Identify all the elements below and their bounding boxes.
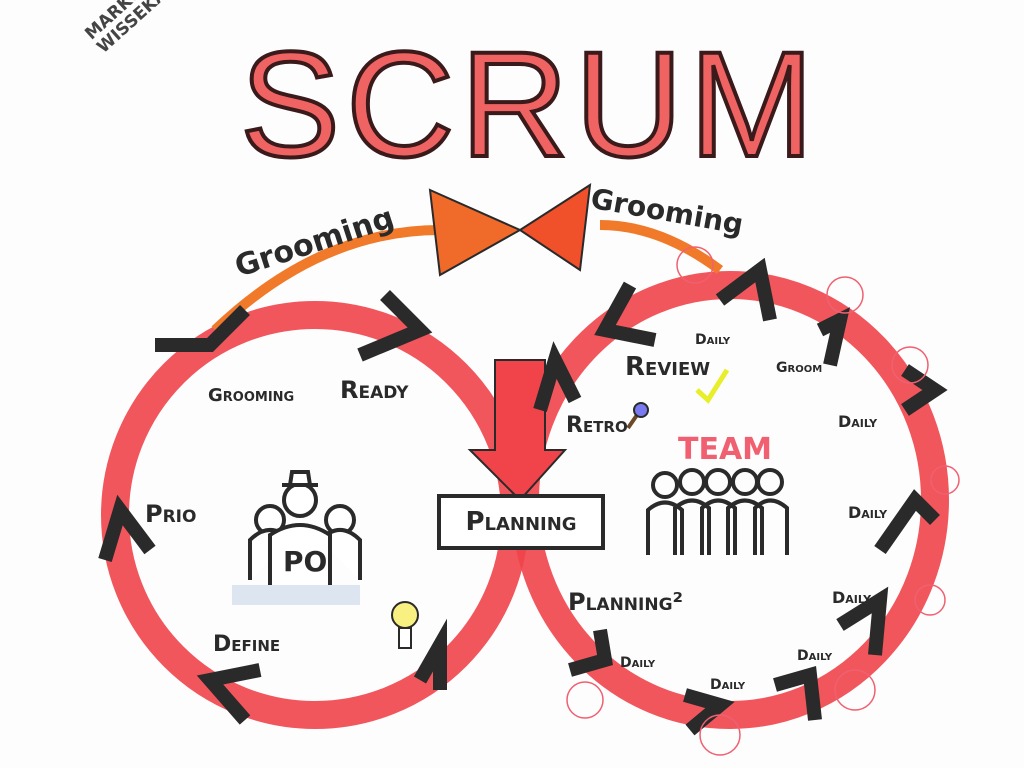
left-grooming-arrowhead <box>428 188 523 277</box>
left-grooming-arrow <box>211 225 441 334</box>
review-label: Review <box>625 352 711 382</box>
daily-label: Daily <box>710 677 746 693</box>
chevron-icons <box>98 257 948 736</box>
planning-box: Planning <box>437 494 605 550</box>
check-icon <box>695 368 730 404</box>
daily-label: Daily <box>797 648 833 664</box>
page-title: SCRUM <box>238 18 820 190</box>
daily-label: Daily <box>620 655 656 671</box>
right-grooming-arrow <box>599 220 723 275</box>
right-grooming-arrowhead <box>518 183 592 272</box>
ready-label: Ready <box>340 376 409 404</box>
daily-loop-icons <box>566 246 960 756</box>
groom-label: Groom <box>776 360 823 376</box>
define-label: Define <box>213 632 281 657</box>
daily-label: Daily <box>695 332 731 348</box>
grooming-label: Grooming <box>208 385 295 406</box>
daily-label: Daily <box>838 412 878 431</box>
po-shadow <box>232 585 360 605</box>
magnifier-icon <box>626 402 649 430</box>
daily-label: Daily <box>832 588 872 607</box>
daily-label: Daily <box>848 503 888 522</box>
planning2-label: Planning² <box>568 588 684 616</box>
retro-label: Retro <box>566 413 628 438</box>
po-figure-icon <box>248 470 362 595</box>
po-label: PO <box>283 545 328 578</box>
team-figures-icon <box>646 468 789 555</box>
lightbulb-icon <box>391 601 419 649</box>
team-label: TEAM <box>678 432 773 467</box>
prio-label: Prio <box>145 500 197 528</box>
